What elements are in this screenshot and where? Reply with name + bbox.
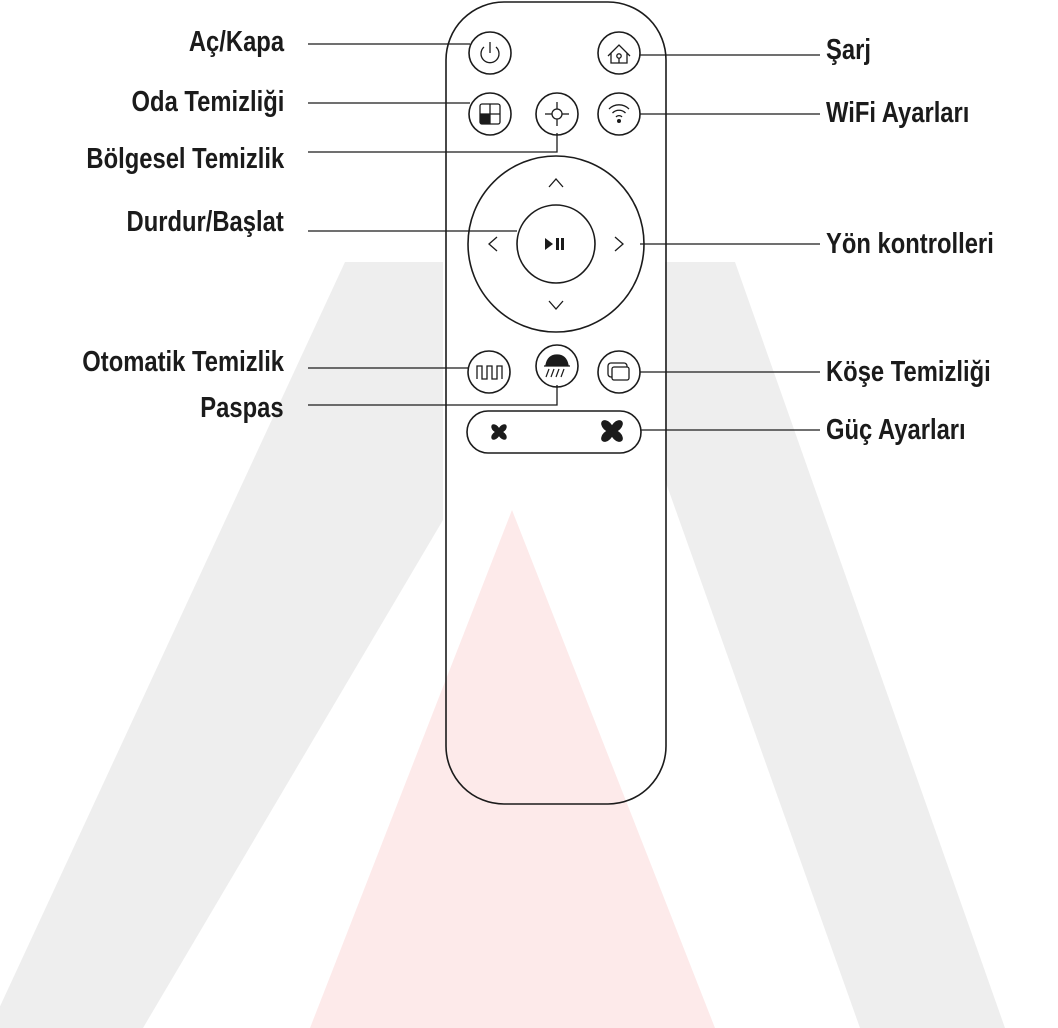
spot-clean-button[interactable]: [535, 92, 579, 136]
mop-label: Paspas: [200, 392, 284, 424]
mop-button[interactable]: [535, 344, 579, 388]
room-grid-icon: [479, 103, 501, 125]
power-level-button[interactable]: [466, 410, 642, 454]
auto-clean-button[interactable]: [467, 350, 511, 394]
edge-icon: [607, 362, 630, 381]
power-icon: [480, 42, 500, 64]
watermark-left-stripe: [0, 262, 443, 1028]
mop-icon: [544, 354, 570, 378]
charge-label: Şarj: [826, 34, 871, 66]
watermark-center-triangle: [310, 510, 715, 1028]
wifi-icon: [608, 104, 630, 123]
home-icon: [607, 44, 631, 64]
arrow-up-icon[interactable]: [548, 178, 564, 188]
play-pause-label: Durdur/Başlat: [126, 206, 284, 238]
arrow-right-icon[interactable]: [614, 236, 624, 252]
charge-button[interactable]: [597, 31, 641, 75]
crosshair-icon: [545, 102, 569, 126]
edge-clean-button[interactable]: [597, 350, 641, 394]
wifi-button[interactable]: [597, 92, 641, 136]
watermark-right-stripe: [665, 262, 1005, 1028]
room-clean-label: Oda Temizliği: [131, 86, 284, 118]
fan-small-icon: [491, 424, 507, 440]
fan-large-icon: [601, 420, 623, 442]
direction-pad[interactable]: [467, 155, 645, 333]
spot-clean-label: Bölgesel Temizlik: [86, 143, 284, 175]
power-level-label: Güç Ayarları: [826, 414, 966, 446]
arrow-down-icon[interactable]: [548, 300, 564, 310]
edge-clean-label: Köşe Temizliği: [826, 356, 991, 388]
room-clean-button[interactable]: [468, 92, 512, 136]
arrow-left-icon[interactable]: [488, 236, 498, 252]
wifi-label: WiFi Ayarları: [826, 97, 970, 129]
play-pause-button[interactable]: [516, 204, 596, 284]
play-pause-icon: [545, 238, 564, 250]
power-label: Aç/Kapa: [188, 26, 284, 58]
direction-label: Yön kontrolleri: [826, 228, 994, 260]
remote-body: [445, 1, 667, 805]
power-button[interactable]: [468, 31, 512, 75]
leader-lines: [308, 43, 820, 431]
auto-clean-label: Otomatik Temizlik: [82, 346, 284, 378]
zigzag-icon: [476, 365, 503, 380]
